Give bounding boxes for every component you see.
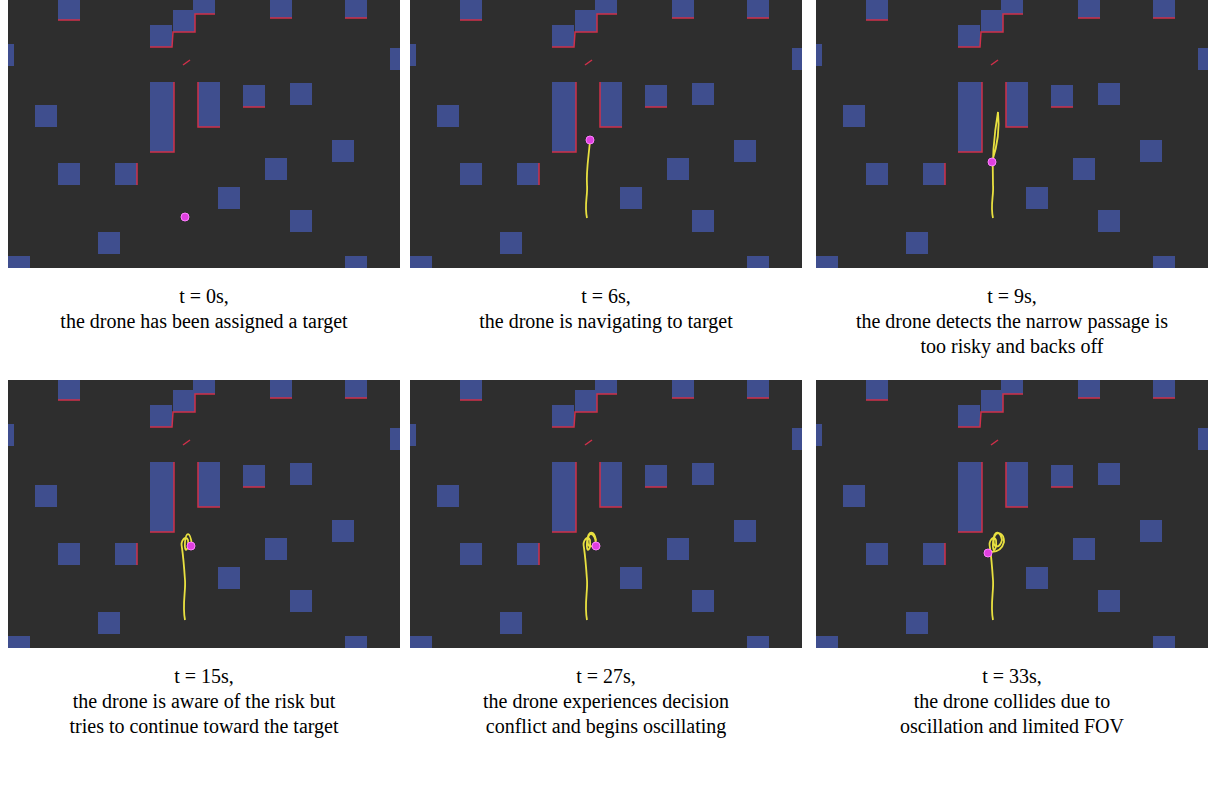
sim-frame	[410, 0, 802, 268]
frame-caption: t = 27s,the drone experiences decision c…	[461, 664, 751, 739]
sim-frame	[816, 0, 1208, 268]
sim-frame	[8, 0, 400, 268]
sim-frame	[410, 380, 802, 648]
frame-description: the drone collides due to oscillation an…	[882, 689, 1142, 739]
time-stamp: t = 33s,	[882, 664, 1142, 689]
frame-description: the drone is aware of the risk but tries…	[59, 689, 349, 739]
time-stamp: t = 9s,	[847, 284, 1177, 309]
time-stamp: t = 27s,	[461, 664, 751, 689]
frame-caption: t = 33s,the drone collides due to oscill…	[882, 664, 1142, 739]
time-stamp: t = 15s,	[59, 664, 349, 689]
time-stamp: t = 6s,	[436, 284, 776, 309]
frame-description: the drone experiences decision conflict …	[461, 689, 751, 739]
frame-caption: t = 15s,the drone is aware of the risk b…	[59, 664, 349, 739]
frame-caption: t = 9s,the drone detects the narrow pass…	[847, 284, 1177, 359]
sim-frame	[8, 380, 400, 648]
frame-description: the drone is navigating to target	[436, 309, 776, 334]
frame-caption: t = 0s,the drone has been assigned a tar…	[59, 284, 349, 334]
sim-frame	[816, 380, 1208, 648]
frame-description: the drone has been assigned a target	[59, 309, 349, 334]
frame-caption: t = 6s,the drone is navigating to target	[436, 284, 776, 334]
time-stamp: t = 0s,	[59, 284, 349, 309]
frame-description: the drone detects the narrow passage is …	[847, 309, 1177, 359]
